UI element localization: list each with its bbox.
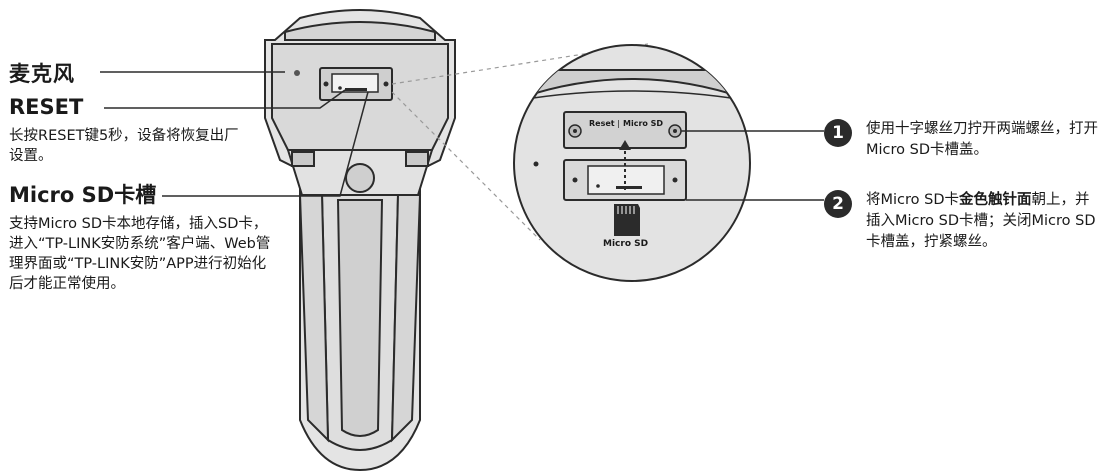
- projection-lines: [391, 43, 649, 241]
- detail-circle: [513, 44, 751, 282]
- panel-label-reset: Reset: [589, 119, 615, 128]
- card-label: Micro SD: [603, 239, 649, 249]
- body-slot-panel: [319, 67, 393, 101]
- step-2-text-after: 朝上，并插入Micro SD卡槽；关闭Micro SD卡槽盖，拧紧螺丝。: [866, 192, 1096, 250]
- mic-label: 麦克风: [9, 62, 75, 86]
- reset-label: RESET: [9, 95, 84, 119]
- panel-label-sd: Micro SD: [623, 119, 664, 128]
- step-2-text: 将Micro SD卡金色触针面朝上，并插入Micro SD卡槽；关闭Micro …: [866, 190, 1102, 253]
- step-1-text: 使用十字螺丝刀拧开两端螺丝，打开Micro SD卡槽盖。: [866, 121, 1098, 158]
- step-2-badge: 2: [824, 190, 852, 218]
- step-2-text-before: 将Micro SD卡: [866, 192, 960, 208]
- step-2-text-bold: 金色触针面: [959, 192, 1032, 208]
- sd-slot-label: Micro SD卡槽: [9, 183, 157, 207]
- micro-sd-card: [614, 204, 640, 236]
- sd-slot-description: 支持Micro SD卡本地存储，插入SD卡，进入“TP-LINK安防系统”客户端…: [9, 216, 271, 292]
- reset-description: 长按RESET键5秒，设备将恢复出厂设置。: [9, 128, 239, 164]
- panel-divider: |: [617, 119, 620, 128]
- leader-lines: [100, 71, 369, 197]
- callout-lines: [681, 130, 824, 201]
- mic-hole: [294, 70, 300, 76]
- step-1-badge: 1: [824, 119, 852, 147]
